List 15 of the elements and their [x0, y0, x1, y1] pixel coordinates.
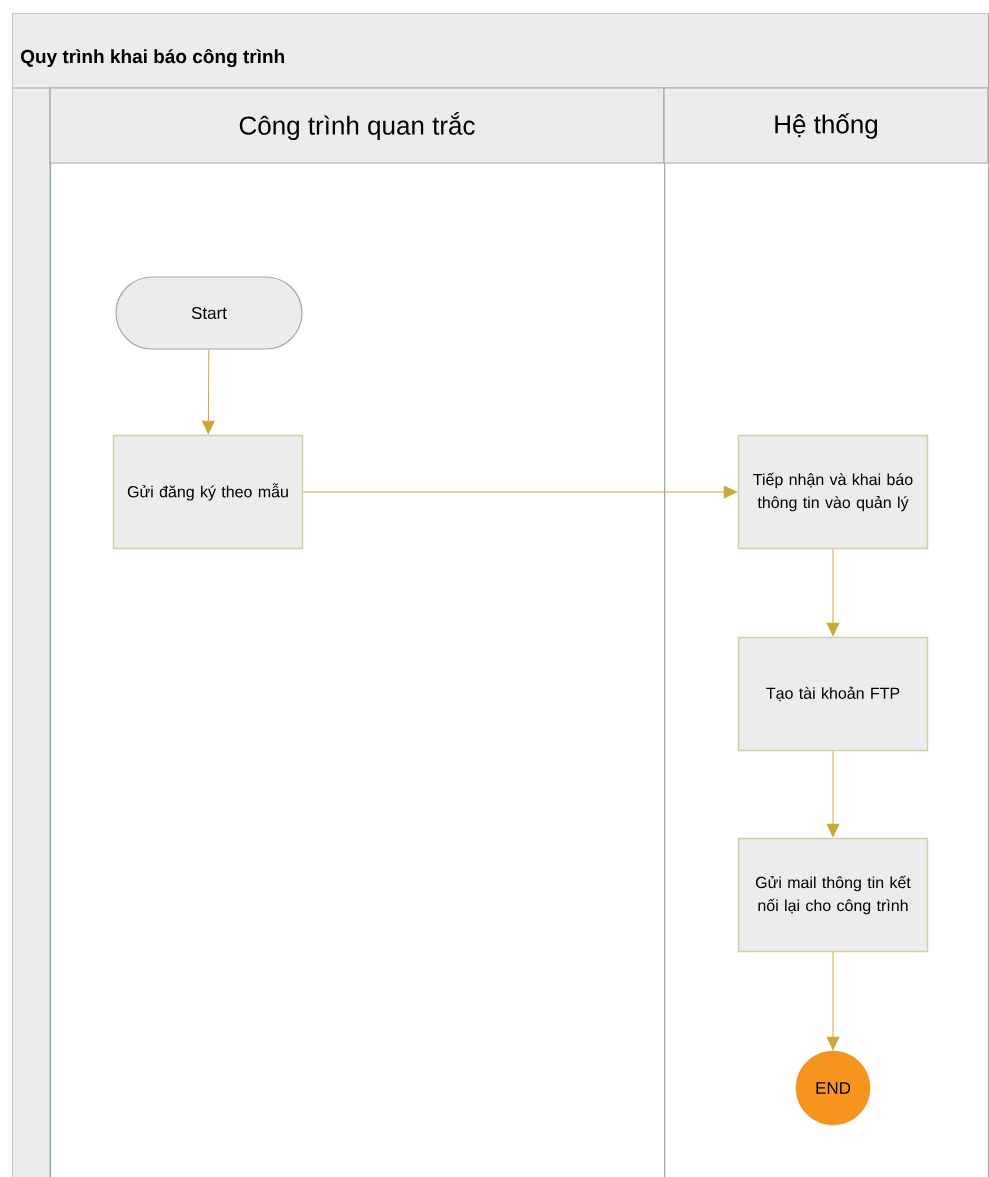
arrow	[826, 750, 840, 838]
lane-header: Công trình quan trắc	[239, 112, 475, 140]
process-box: Gửi đăng ký theo mẫu	[112, 434, 304, 550]
process-box: Gửi mail thông tin kết nối lại cho công trình	[737, 837, 929, 953]
process-box: Tiếp nhận và khai báo thông tin vào quản lý	[737, 434, 929, 550]
process-box: Tạo tài khoản FTP	[737, 636, 929, 752]
arrow	[826, 951, 840, 1051]
start-terminal: Start	[115, 276, 303, 350]
arrow	[826, 548, 840, 637]
lane-header: Hệ thống	[775, 113, 878, 139]
arrow	[202, 349, 215, 435]
arrow	[302, 485, 738, 499]
swimlane	[49, 87, 666, 1177]
swimlane	[663, 87, 989, 1177]
pool-title: Quy trình khai báo công trình	[21, 48, 284, 68]
